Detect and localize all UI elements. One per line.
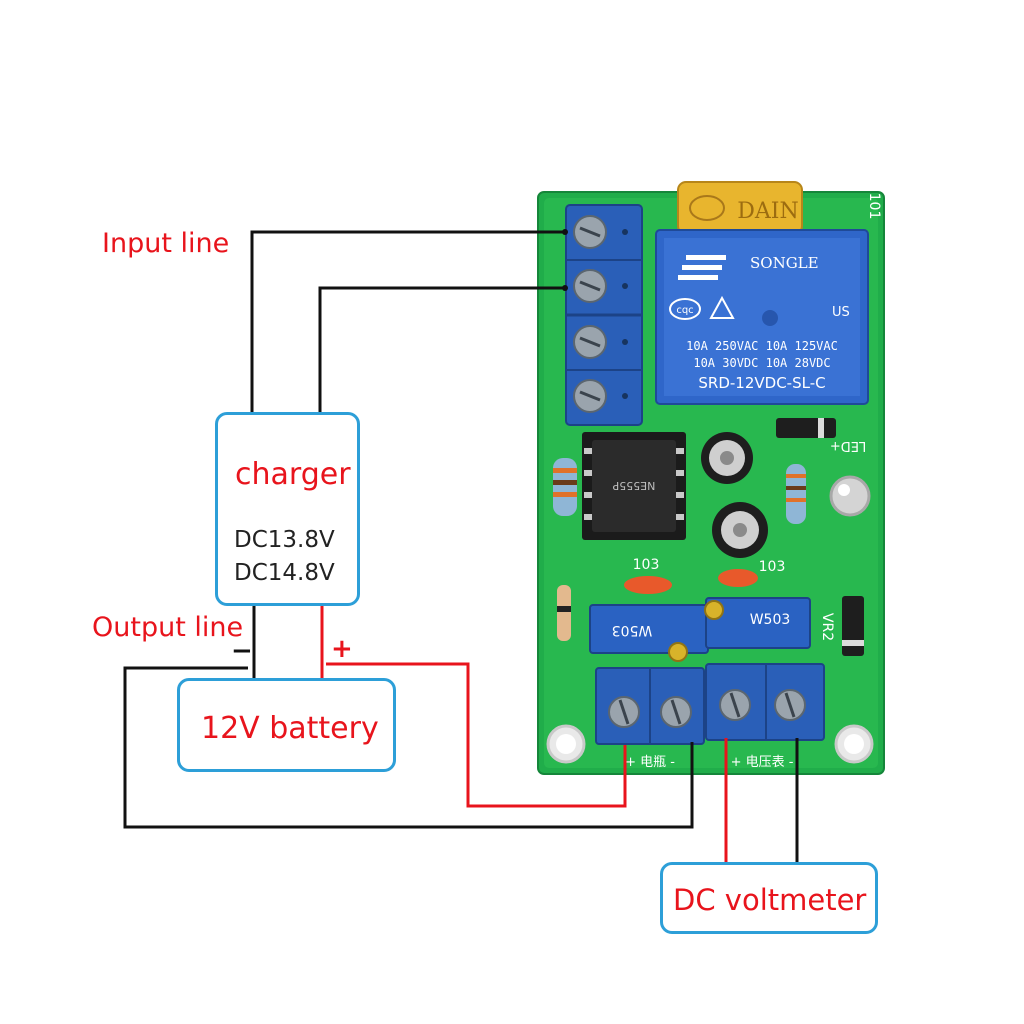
warning-triangle-icon xyxy=(709,295,735,319)
minus-sign: − xyxy=(231,636,253,666)
silk-led: LED+ xyxy=(830,438,866,453)
battery-negative-loop xyxy=(123,666,694,829)
cap-code-1: 103 xyxy=(633,557,660,573)
ne555-chip xyxy=(592,440,676,532)
voltmeter-title: DC voltmeter xyxy=(673,883,867,917)
relay-rating-line-2: 10A 30VDC 10A 28VDC xyxy=(693,356,830,370)
cqc-mark: cqc xyxy=(676,305,693,316)
silk-voltmeter: + 电压表 - xyxy=(731,755,794,770)
pot-label-1: W503 xyxy=(612,622,653,638)
cap-code-2: 103 xyxy=(759,559,786,575)
battery-positive-loop xyxy=(326,662,627,808)
output-line-label: Output line xyxy=(92,612,244,643)
songle-logo-icon xyxy=(678,255,726,280)
voltmeter-box: DC voltmeter xyxy=(660,862,878,934)
capacitor-brand: DAIN xyxy=(737,199,798,224)
battery-box: 12V battery xyxy=(177,678,396,772)
relay-rating-line-1: 10A 250VAC 10A 125VAC xyxy=(686,339,838,353)
charger-voltage-1: DC13.8V xyxy=(234,527,335,553)
input-wire-second xyxy=(318,286,563,412)
input-wire-top xyxy=(250,230,563,412)
charger-title: charger xyxy=(235,457,351,492)
silk-battery: + 电瓶 - xyxy=(625,755,675,770)
silk-vr2: VR2 xyxy=(819,613,835,641)
plus-sign: + xyxy=(331,634,353,664)
chip-label: NE555P xyxy=(612,479,655,492)
charger-voltage-2: DC14.8V xyxy=(234,560,335,586)
charger-box: charger DC13.8V DC14.8V xyxy=(215,412,360,606)
potentiometer-right xyxy=(705,597,811,649)
input-line-label: Input line xyxy=(102,228,230,259)
ul-mark: US xyxy=(832,305,850,320)
pot-label-2: W503 xyxy=(750,612,791,628)
silk-side: 101 xyxy=(866,193,882,220)
relay-brand: SONGLE xyxy=(750,254,819,272)
battery-title: 12V battery xyxy=(201,711,379,746)
relay-model: SRD-12VDC-SL-C xyxy=(698,374,825,392)
